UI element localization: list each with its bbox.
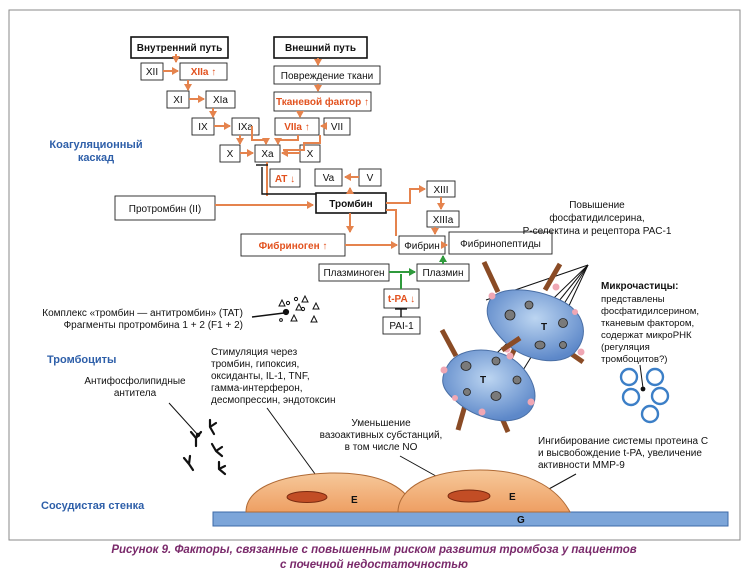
coagulation-cascade-title-line1: Коагуляционный [49, 139, 142, 151]
ps-increase-line2: фосфатидилсерина, [549, 212, 644, 224]
tpa-label: t-PA ↓ [388, 294, 415, 305]
figure-caption-line1: Рисунок 9. Факторы, связанные с повышенн… [111, 544, 636, 556]
factor-xia-box [205, 90, 236, 109]
plasmin-label: Плазмин [422, 268, 463, 279]
factor-xi-label: XI [173, 95, 182, 106]
cascade-arrows [163, 54, 448, 249]
ps-increase-line3: Р-селектина и рецептора PAC-1 [523, 226, 672, 237]
factor-xiii-label: XIII [433, 185, 448, 196]
extrinsic-pathway-label: Внешний путь [285, 43, 356, 54]
factor-vii-label: VII [331, 122, 343, 133]
apl-antibodies-line2: антитела [114, 388, 157, 399]
factor-xiiia-box [426, 210, 460, 228]
microparticles-title: Микрочастицы: [601, 281, 678, 292]
fibrinopeptides-label: Фибринопептиды [460, 238, 541, 250]
intrinsic-pathway-label: Внутренний путь [137, 43, 222, 54]
tissue-damage-label: Повреждение ткани [281, 71, 373, 82]
factor-x-right-label: X [307, 149, 314, 160]
platelet-lower-label: T [480, 375, 486, 386]
factor-x-left-label: X [227, 149, 234, 160]
tissue-factor-box [273, 91, 372, 112]
tat-pointer-line [251, 312, 285, 318]
factor-viia-label: VIIa ↑ [284, 122, 310, 133]
figure-caption-line2: с почечной недостаточностью [280, 559, 468, 571]
factor-va-box [314, 168, 343, 187]
ps-increase-line1: Повышение [569, 200, 625, 211]
fibrinopeptides-box [448, 231, 553, 255]
stimulation-pointer-line [266, 407, 319, 479]
factor-ixa-label: IXa [238, 122, 253, 133]
factor-xiia-label: XIIa ↑ [191, 67, 217, 78]
prothrombin-box [114, 195, 216, 221]
prothrombin-fragments-text: Фрагменты протромбина 1 + 2 (F1 + 2) [64, 319, 243, 331]
protein-c-line3: активности MMP-9 [538, 460, 625, 471]
coagulation-cascade-title-line2: каскад [78, 152, 114, 164]
tissue-damage-box [273, 65, 381, 85]
stimulation-line2: тромбин, гипоксия, [211, 358, 299, 370]
microparticles-line3: тканевым фактором, [601, 318, 694, 329]
pai1-label: PAI-1 [389, 321, 414, 332]
factor-v-label: V [367, 173, 374, 184]
vasoactive-line3: в том числе NO [345, 442, 418, 453]
microparticles-line5: (регуляция [601, 342, 650, 353]
endothelial-cell-left: E [245, 472, 416, 513]
tissue-factor-label: Тканевой фактор ↑ [276, 96, 369, 108]
microparticles-icon [619, 367, 670, 424]
platelets-title: Тромбоциты [47, 354, 116, 366]
factor-xia-label: XIa [213, 95, 228, 106]
basement-membrane-label: G [517, 515, 525, 526]
microparticles-line4: содержат микроРНК [601, 330, 692, 341]
microparticle-pointer-dot [640, 386, 646, 392]
antibody-y-icons [182, 418, 227, 476]
endothelial-left-label: E [351, 495, 358, 506]
factor-xiia-box [179, 62, 228, 81]
platelet-cell-lower: T [439, 328, 536, 433]
fibrin-label: Фибрин [404, 240, 440, 252]
factor-xa-label: Xa [261, 149, 274, 160]
plasminogen-label: Плазминоген [323, 268, 384, 279]
apl-pointer-line [168, 402, 199, 436]
tat-complex-text: Комплекс «тромбин — антитромбин» (TAT) [42, 307, 243, 319]
platelet-upper-label: T [541, 322, 547, 333]
vascular-wall-title: Сосудистая стенка [41, 500, 145, 512]
thrombin-label: Тромбин [329, 198, 372, 210]
factor-xiiia-label: XIIIa [433, 215, 454, 226]
apl-pointer-dot [195, 432, 201, 438]
vasoactive-line2: вазоактивных субстанций, [320, 429, 443, 441]
stimulation-line5: десмопрессин, эндотоксин [211, 395, 335, 406]
microparticles-line1: представлены [601, 294, 665, 305]
microparticles-line2: фосфатидилсерином, [601, 306, 699, 317]
microparticles-line6: тромбоцитов?) [601, 354, 668, 365]
tat-particles-icon [278, 294, 320, 323]
antithrombin-label: AT ↓ [275, 174, 295, 185]
endothelial-right-label: E [509, 492, 516, 503]
basement-membrane [212, 511, 729, 527]
stimulation-line3: оксиданты, IL-1, TNF, [211, 371, 310, 382]
stimulation-line1: Стимуляция через [211, 347, 298, 358]
vasoactive-line1: Уменьшение [351, 418, 411, 429]
fibrinogen-label: Фибриноген ↑ [259, 240, 328, 252]
stimulation-line4: гамма-интерферон, [211, 382, 303, 394]
antithrombin-box [269, 168, 301, 188]
prothrombin-label: Протромбин (II) [129, 203, 201, 215]
factor-ix-label: IX [198, 122, 208, 133]
extrinsic-pathway-box [273, 36, 368, 59]
fibrinolysis-arrows [389, 255, 447, 317]
apl-antibodies-line1: Антифосфолипидные [84, 375, 186, 387]
protein-c-line2: и высвобождение t-PA, увеличение [538, 447, 702, 459]
factor-xii-label: XII [146, 67, 158, 78]
antithrombin-inhibition-lines [256, 164, 316, 195]
factor-va-label: Va [323, 173, 335, 184]
endothelial-cell-right: E [397, 469, 571, 513]
protein-c-line1: Ингибирование системы протеина C [538, 435, 708, 447]
